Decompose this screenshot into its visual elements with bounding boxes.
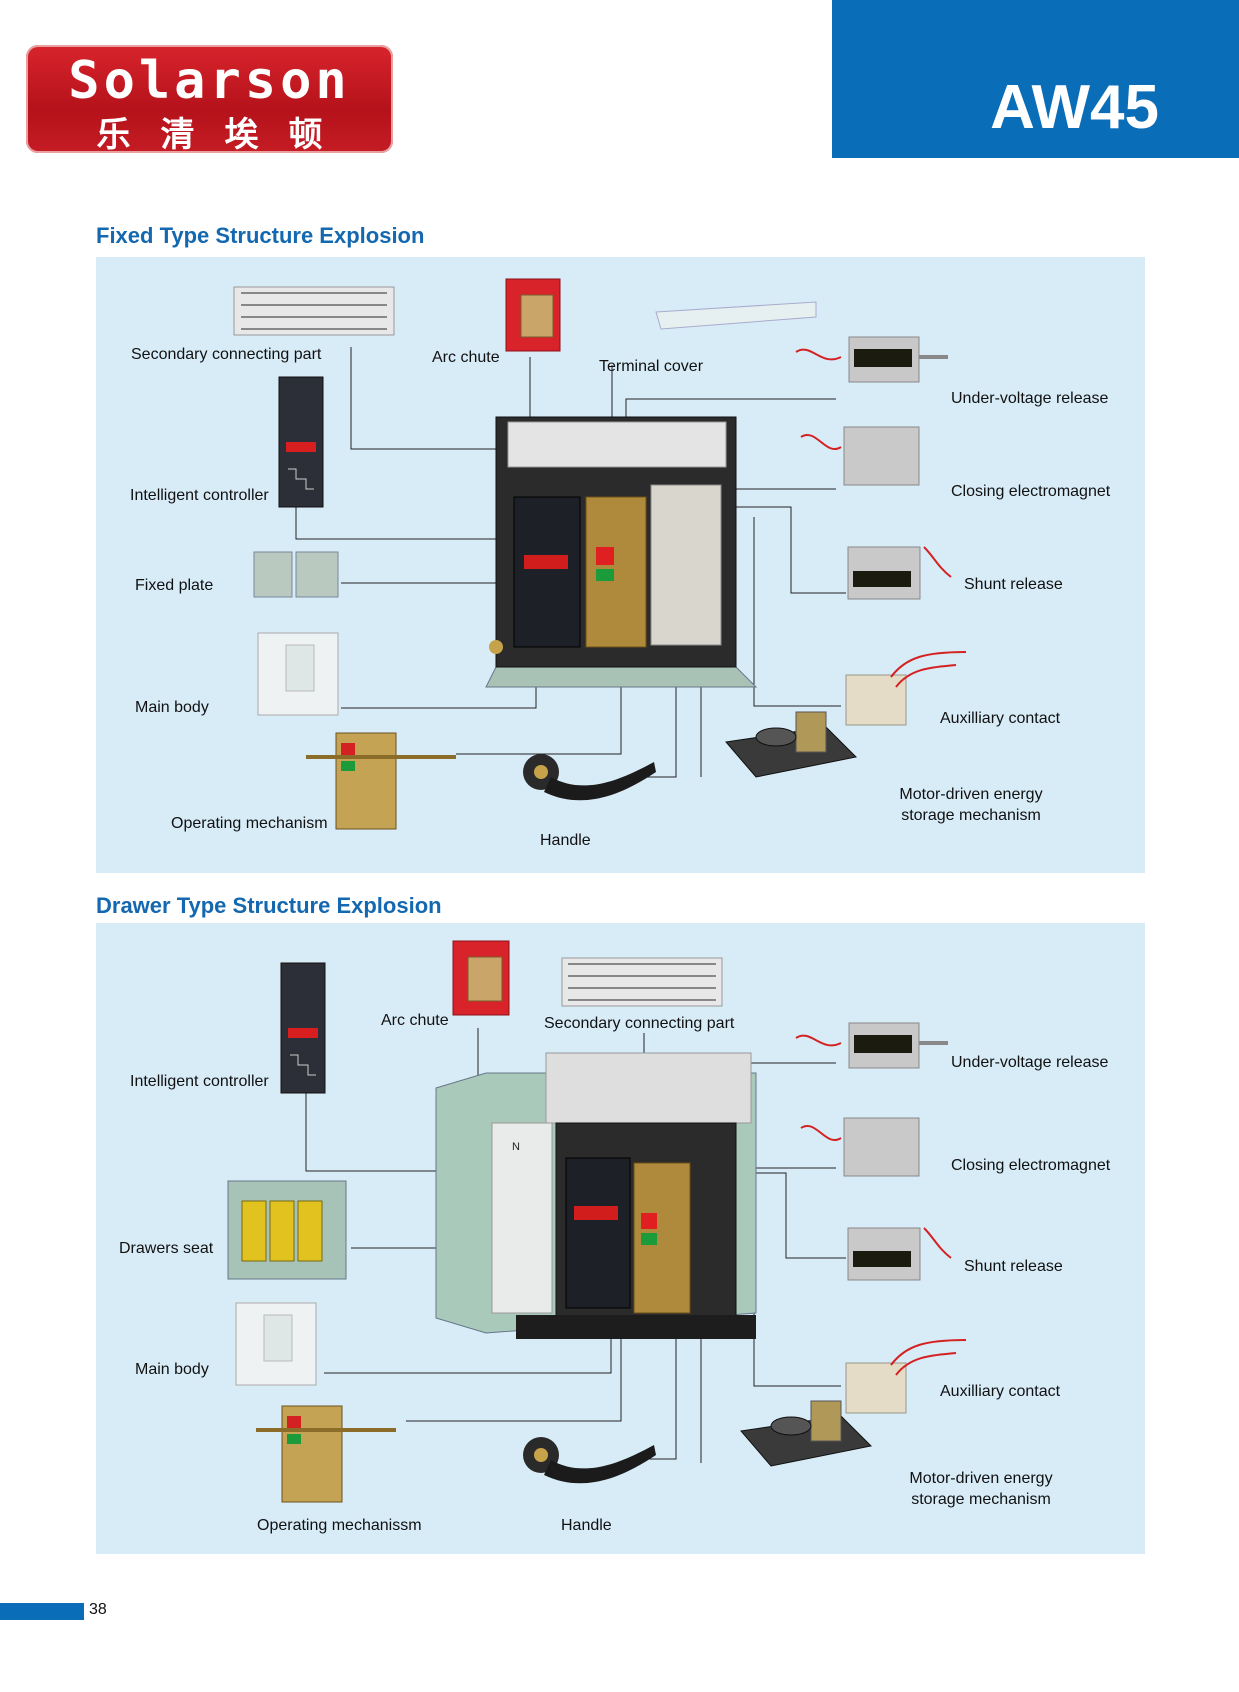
- drawer-label-drawers-seat: Drawers seat: [119, 1240, 214, 1257]
- under-voltage-release-image: [795, 336, 948, 383]
- drawer-label-arc-chute: Arc chute: [381, 1012, 449, 1029]
- fixed-label-motor-line2: storage mechanism: [901, 807, 1041, 824]
- fixed-label-under-voltage-release: Under-voltage release: [951, 390, 1109, 407]
- brand-name-cn: 乐清埃顿: [96, 115, 353, 155]
- secondary-connecting-part-image: [233, 286, 395, 336]
- main-body-image: [257, 632, 339, 716]
- fixed-label-closing-electromagnet: Closing electromagnet: [951, 483, 1111, 500]
- drawer-label-motor-line2: storage mechanism: [911, 1491, 1051, 1508]
- drawer-label-auxiliary-contact: Auxilliary contact: [940, 1383, 1061, 1400]
- auxiliary-contact-image: [845, 651, 967, 726]
- drawer-diagram-drawing: N: [227, 940, 967, 1503]
- fixed-label-operating-mechanism: Operating mechanism: [171, 815, 328, 832]
- brand-logo: Solarson 乐清埃顿: [26, 45, 393, 155]
- fixed-label-motor-mechanism: Motor-driven energy storage mechanism: [871, 784, 1071, 826]
- intelligent-controller-image: [278, 376, 324, 508]
- handle-image: [523, 754, 656, 801]
- drawer-secondary-connecting-part-image: [561, 957, 723, 1007]
- fixed-label-auxiliary-contact: Auxilliary contact: [940, 710, 1061, 727]
- brand-name-en: Solarson: [68, 51, 351, 111]
- drawer-shunt-release-image: [847, 1227, 952, 1281]
- drawer-handle-image: [523, 1437, 656, 1484]
- motor-mechanism-image: [725, 711, 858, 778]
- model-title: AW45: [990, 73, 1159, 142]
- drawer-operating-mechanism-image: [256, 1405, 396, 1503]
- fixed-breaker-image: [485, 416, 758, 688]
- shunt-release-image: [847, 546, 952, 600]
- drawer-label-main-body: Main body: [135, 1361, 209, 1378]
- drawer-label-operating-mechanism: Operating mechanissm: [257, 1517, 422, 1534]
- fixed-label-secondary-connecting-part: Secondary connecting part: [131, 346, 322, 363]
- drawer-closing-electromagnet-image: [800, 1117, 920, 1177]
- drawer-auxiliary-contact-image: [845, 1339, 967, 1414]
- drawer-intelligent-controller-image: [280, 962, 326, 1094]
- drawer-label-secondary-connecting-part: Secondary connecting part: [544, 1015, 735, 1032]
- fixed-label-shunt-release: Shunt release: [964, 576, 1063, 593]
- drawer-label-motor-mechanism: Motor-driven energy storage mechanism: [881, 1468, 1081, 1510]
- drawer-label-closing-electromagnet: Closing electromagnet: [951, 1157, 1111, 1174]
- drawer-label-motor-line1: Motor-driven energy: [909, 1470, 1053, 1487]
- fixed-label-intelligent-controller: Intelligent controller: [130, 487, 269, 504]
- drawer-label-intelligent-controller: Intelligent controller: [130, 1073, 269, 1090]
- fixed-diagram-panel: Secondary connecting part Arc chute Term…: [96, 257, 1145, 873]
- footer-accent-bar: [0, 1603, 84, 1620]
- drawer-label-under-voltage-release: Under-voltage release: [951, 1054, 1109, 1071]
- fixed-label-terminal-cover: Terminal cover: [599, 358, 704, 375]
- drawer-breaker-image: N: [435, 1052, 757, 1339]
- fixed-label-arc-chute: Arc chute: [432, 349, 500, 366]
- drawer-diagram-panel: N: [96, 923, 1145, 1554]
- drawer-section-title: Drawer Type Structure Explosion: [96, 893, 442, 918]
- drawer-label-shunt-release: Shunt release: [964, 1258, 1063, 1275]
- operating-mechanism-image: [306, 732, 456, 830]
- model-banner: AW45: [832, 0, 1239, 158]
- fixed-plate-image: [253, 551, 339, 598]
- fixed-section-title: Fixed Type Structure Explosion: [96, 223, 425, 248]
- fixed-label-handle: Handle: [540, 832, 591, 849]
- fixed-diagram-drawing: [233, 278, 967, 830]
- drawers-seat-image: [227, 1180, 347, 1280]
- fixed-label-fixed-plate: Fixed plate: [135, 577, 214, 594]
- fixed-label-motor-line1: Motor-driven energy: [899, 786, 1043, 803]
- closing-electromagnet-image: [800, 426, 920, 486]
- terminal-cover-image: [655, 301, 817, 330]
- drawer-under-voltage-release-image: [795, 1022, 948, 1069]
- drawer-main-body-image: [235, 1302, 317, 1386]
- arc-chute-image: [505, 278, 561, 352]
- drawer-label-handle: Handle: [561, 1517, 612, 1534]
- drawer-motor-mechanism-image: [740, 1400, 873, 1467]
- drawer-breaker-n-mark: N: [512, 1141, 520, 1153]
- page-number: 38: [89, 1601, 107, 1618]
- drawer-arc-chute-image: [452, 940, 510, 1016]
- fixed-label-main-body: Main body: [135, 699, 209, 716]
